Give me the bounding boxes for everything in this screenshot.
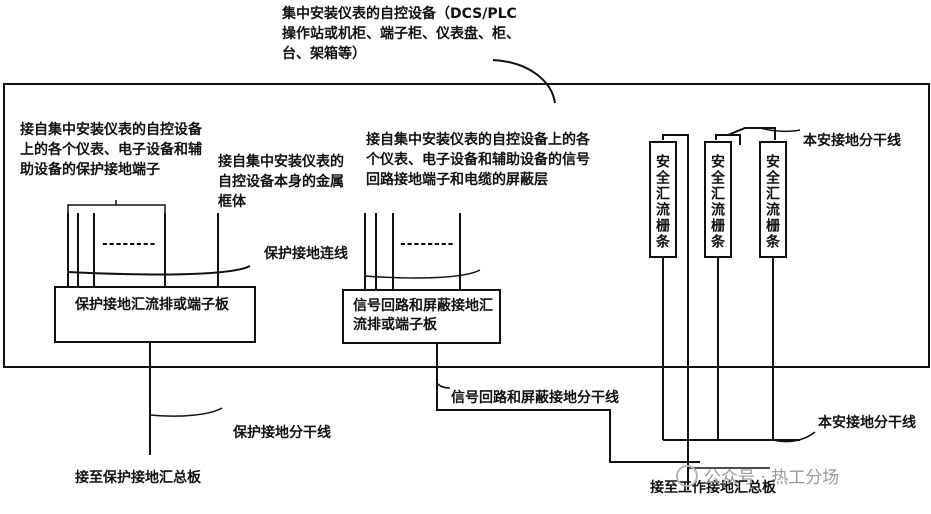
protect-bus-label: 保护接地汇流排或端子板 [75, 297, 229, 313]
label-to-protect-bus: 接至保护接地汇总板 [75, 470, 201, 486]
signal-bus-box [342, 289, 501, 344]
label-signal-branch: 信号回路和屏蔽接地分干线 [451, 390, 619, 406]
label-protect-terminal: 接自集中安装仪表的自控设备上的各个仪表、电子设备和辅助设备的保护接地端子 [20, 122, 202, 178]
terminal-ellipsis-left: -------- [102, 236, 157, 252]
equipment-enclosure [3, 83, 930, 368]
signal-bus-label: 信号回路和屏蔽接地汇流排或端子板 [353, 298, 493, 333]
terminal-ellipsis-middle: -------- [400, 236, 455, 252]
watermark-text: 公众号 · 热工分场 [704, 468, 840, 488]
label-this-branch-bottom: 本安接地分干线 [818, 415, 916, 431]
protect-bus-box [54, 286, 256, 343]
title-leader [492, 59, 556, 104]
wechat-icon [676, 465, 698, 487]
bar-label-2: 安全汇流栅条 [709, 154, 725, 250]
title-line-3: 台、架箱等） [282, 46, 366, 62]
watermark: 公众号 · 热工分场 [676, 463, 839, 488]
title-line-2: 操作站或机柜、端子柜、仪表盘、柜、 [282, 26, 520, 42]
label-this-branch-top: 本安接地分干线 [803, 133, 901, 149]
bar-label-3: 安全汇流栅条 [764, 154, 780, 250]
label-frame: 接自集中安装仪表的自控设备本身的金属框体 [218, 154, 344, 210]
label-protect-branch: 保护接地分干线 [233, 425, 331, 441]
label-signal-terminal: 接自集中安装仪表的自控设备上的各个仪表、电子设备和辅助设备的信号回路接地端子和电… [366, 132, 590, 188]
bar-label-1: 安全汇流栅条 [654, 154, 670, 250]
title-line-1: 集中安装仪表的自控设备（DCS/PLC [282, 6, 517, 22]
label-protect-connect: 保护接地连线 [264, 246, 348, 262]
